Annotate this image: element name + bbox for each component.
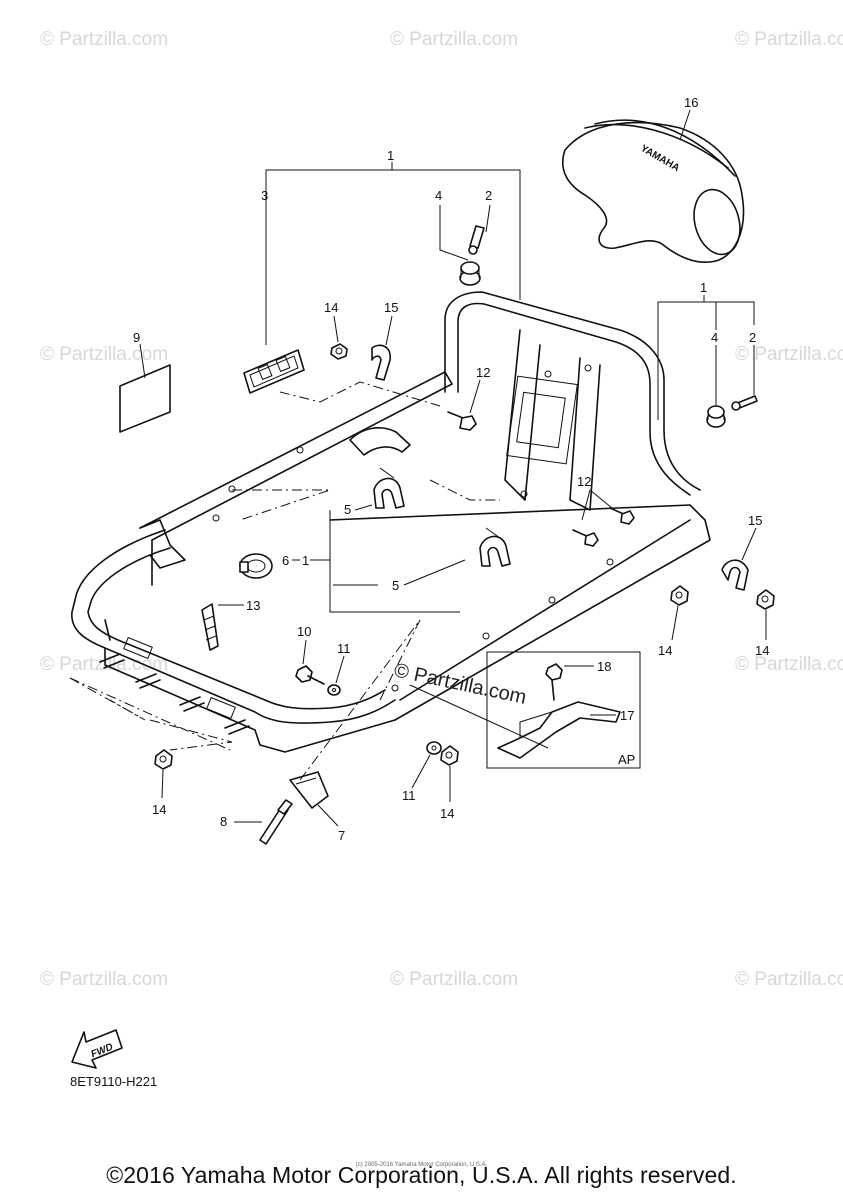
drain-part-7: 7 — [289, 771, 345, 843]
nut-part-14-top: 14 — [324, 300, 348, 360]
callout-14: 14 — [658, 643, 672, 658]
copyright-notice: ©2016 Yamaha Motor Corporation, U.S.A. A… — [106, 1162, 737, 1188]
callout-16: 16 — [684, 95, 698, 110]
watermark: © Partzilla.com — [40, 969, 168, 990]
callout-group-1-top: 1 3 4 2 — [261, 148, 521, 345]
callout-15: 15 — [748, 513, 762, 528]
grommet-part-4 — [459, 261, 481, 286]
washer-part-11-bottom: 11 — [402, 741, 442, 803]
watermark-layer: © Partzilla.com © Partzilla.com © Partzi… — [40, 29, 843, 990]
watermark: © Partzilla.com — [735, 344, 843, 365]
callout-1: 1 — [302, 553, 309, 568]
callout-9: 9 — [133, 330, 140, 345]
callout-11: 11 — [337, 641, 351, 656]
watermark: © Partzilla.com — [390, 969, 518, 990]
callout-18: 18 — [597, 659, 611, 674]
callout-15: 15 — [384, 300, 398, 315]
callout-group-1-right: 1 4 2 — [657, 280, 756, 420]
steering-pad-part-16: YAMAHA 16 — [561, 95, 745, 263]
bolt-part-12-right: 12 — [572, 474, 635, 547]
callout-11: 11 — [402, 788, 416, 803]
watermark: © Partzilla.com — [390, 29, 518, 50]
callout-6: 6 — [282, 553, 289, 568]
nut-part-14-left: 14 — [152, 749, 173, 817]
front-studs — [69, 653, 250, 751]
rivet-part-8: 8 — [220, 799, 293, 845]
strap-part-13: 13 — [201, 598, 260, 651]
callout-group-5-6: 5 6 1 5 — [282, 502, 466, 613]
callout-1: 1 — [700, 280, 707, 295]
clamp-part-15-right: 15 — [721, 513, 762, 591]
diagram-code: 8ET9110-H221 — [70, 1074, 158, 1089]
watermark-center: © Partzilla.com — [392, 659, 528, 709]
drain-leader — [299, 619, 421, 781]
watermark: © Partzilla.com — [40, 29, 168, 50]
nut-part-14-bottom: 14 — [440, 745, 459, 821]
rivet-part-2 — [468, 225, 485, 255]
callout-12: 12 — [476, 365, 490, 380]
callout-12: 12 — [577, 474, 591, 489]
callout-4: 4 — [711, 330, 718, 345]
callout-14: 14 — [440, 806, 454, 821]
frame-part-1 — [71, 291, 711, 753]
callout-14: 14 — [152, 802, 166, 817]
callout-5: 5 — [392, 578, 399, 593]
callout-2: 2 — [485, 188, 492, 203]
washer-part-11-left: 11 — [327, 641, 351, 696]
watermark: © Partzilla.com — [40, 654, 168, 675]
nut-part-14-right-b: 14 — [755, 589, 775, 658]
plate-part-3 — [243, 349, 441, 407]
callout-13: 13 — [246, 598, 260, 613]
callout-2: 2 — [749, 330, 756, 345]
callout-1: 1 — [387, 148, 394, 163]
callout-8: 8 — [220, 814, 227, 829]
watermark: © Partzilla.com — [40, 344, 168, 365]
callout-14: 14 — [324, 300, 338, 315]
watermark: © Partzilla.com — [735, 29, 843, 50]
callout-7: 7 — [338, 828, 345, 843]
rivet-part-2-right — [731, 395, 758, 411]
ap-box: AP 18 17 — [409, 651, 641, 769]
clamp-part-5-bottom — [479, 527, 511, 567]
ap-label: AP — [618, 752, 635, 767]
watermark: © Partzilla.com — [735, 654, 843, 675]
label-part-9: 9 — [119, 330, 171, 433]
nut-part-14-right-a: 14 — [658, 585, 689, 658]
callout-3: 3 — [261, 188, 268, 203]
bolt-part-10: 10 — [295, 624, 325, 685]
bolt-part-12-mid: 12 — [447, 365, 490, 431]
callout-14: 14 — [755, 643, 769, 658]
clamp-part-15-top: 15 — [371, 300, 398, 381]
callout-5: 5 — [344, 502, 351, 517]
fwd-arrow-icon: FWD — [71, 1029, 123, 1069]
grommet-part-4-right — [706, 405, 726, 428]
callout-17: 17 — [620, 708, 634, 723]
watermark: © Partzilla.com — [735, 969, 843, 990]
hose-clamp-part-6 — [239, 553, 273, 579]
callout-4: 4 — [435, 188, 442, 203]
callout-10: 10 — [297, 624, 311, 639]
small-copyright: (c) 2005-2016 Yamaha Motor Corporation, … — [355, 1162, 488, 1168]
clamp-part-5-top — [373, 467, 405, 509]
